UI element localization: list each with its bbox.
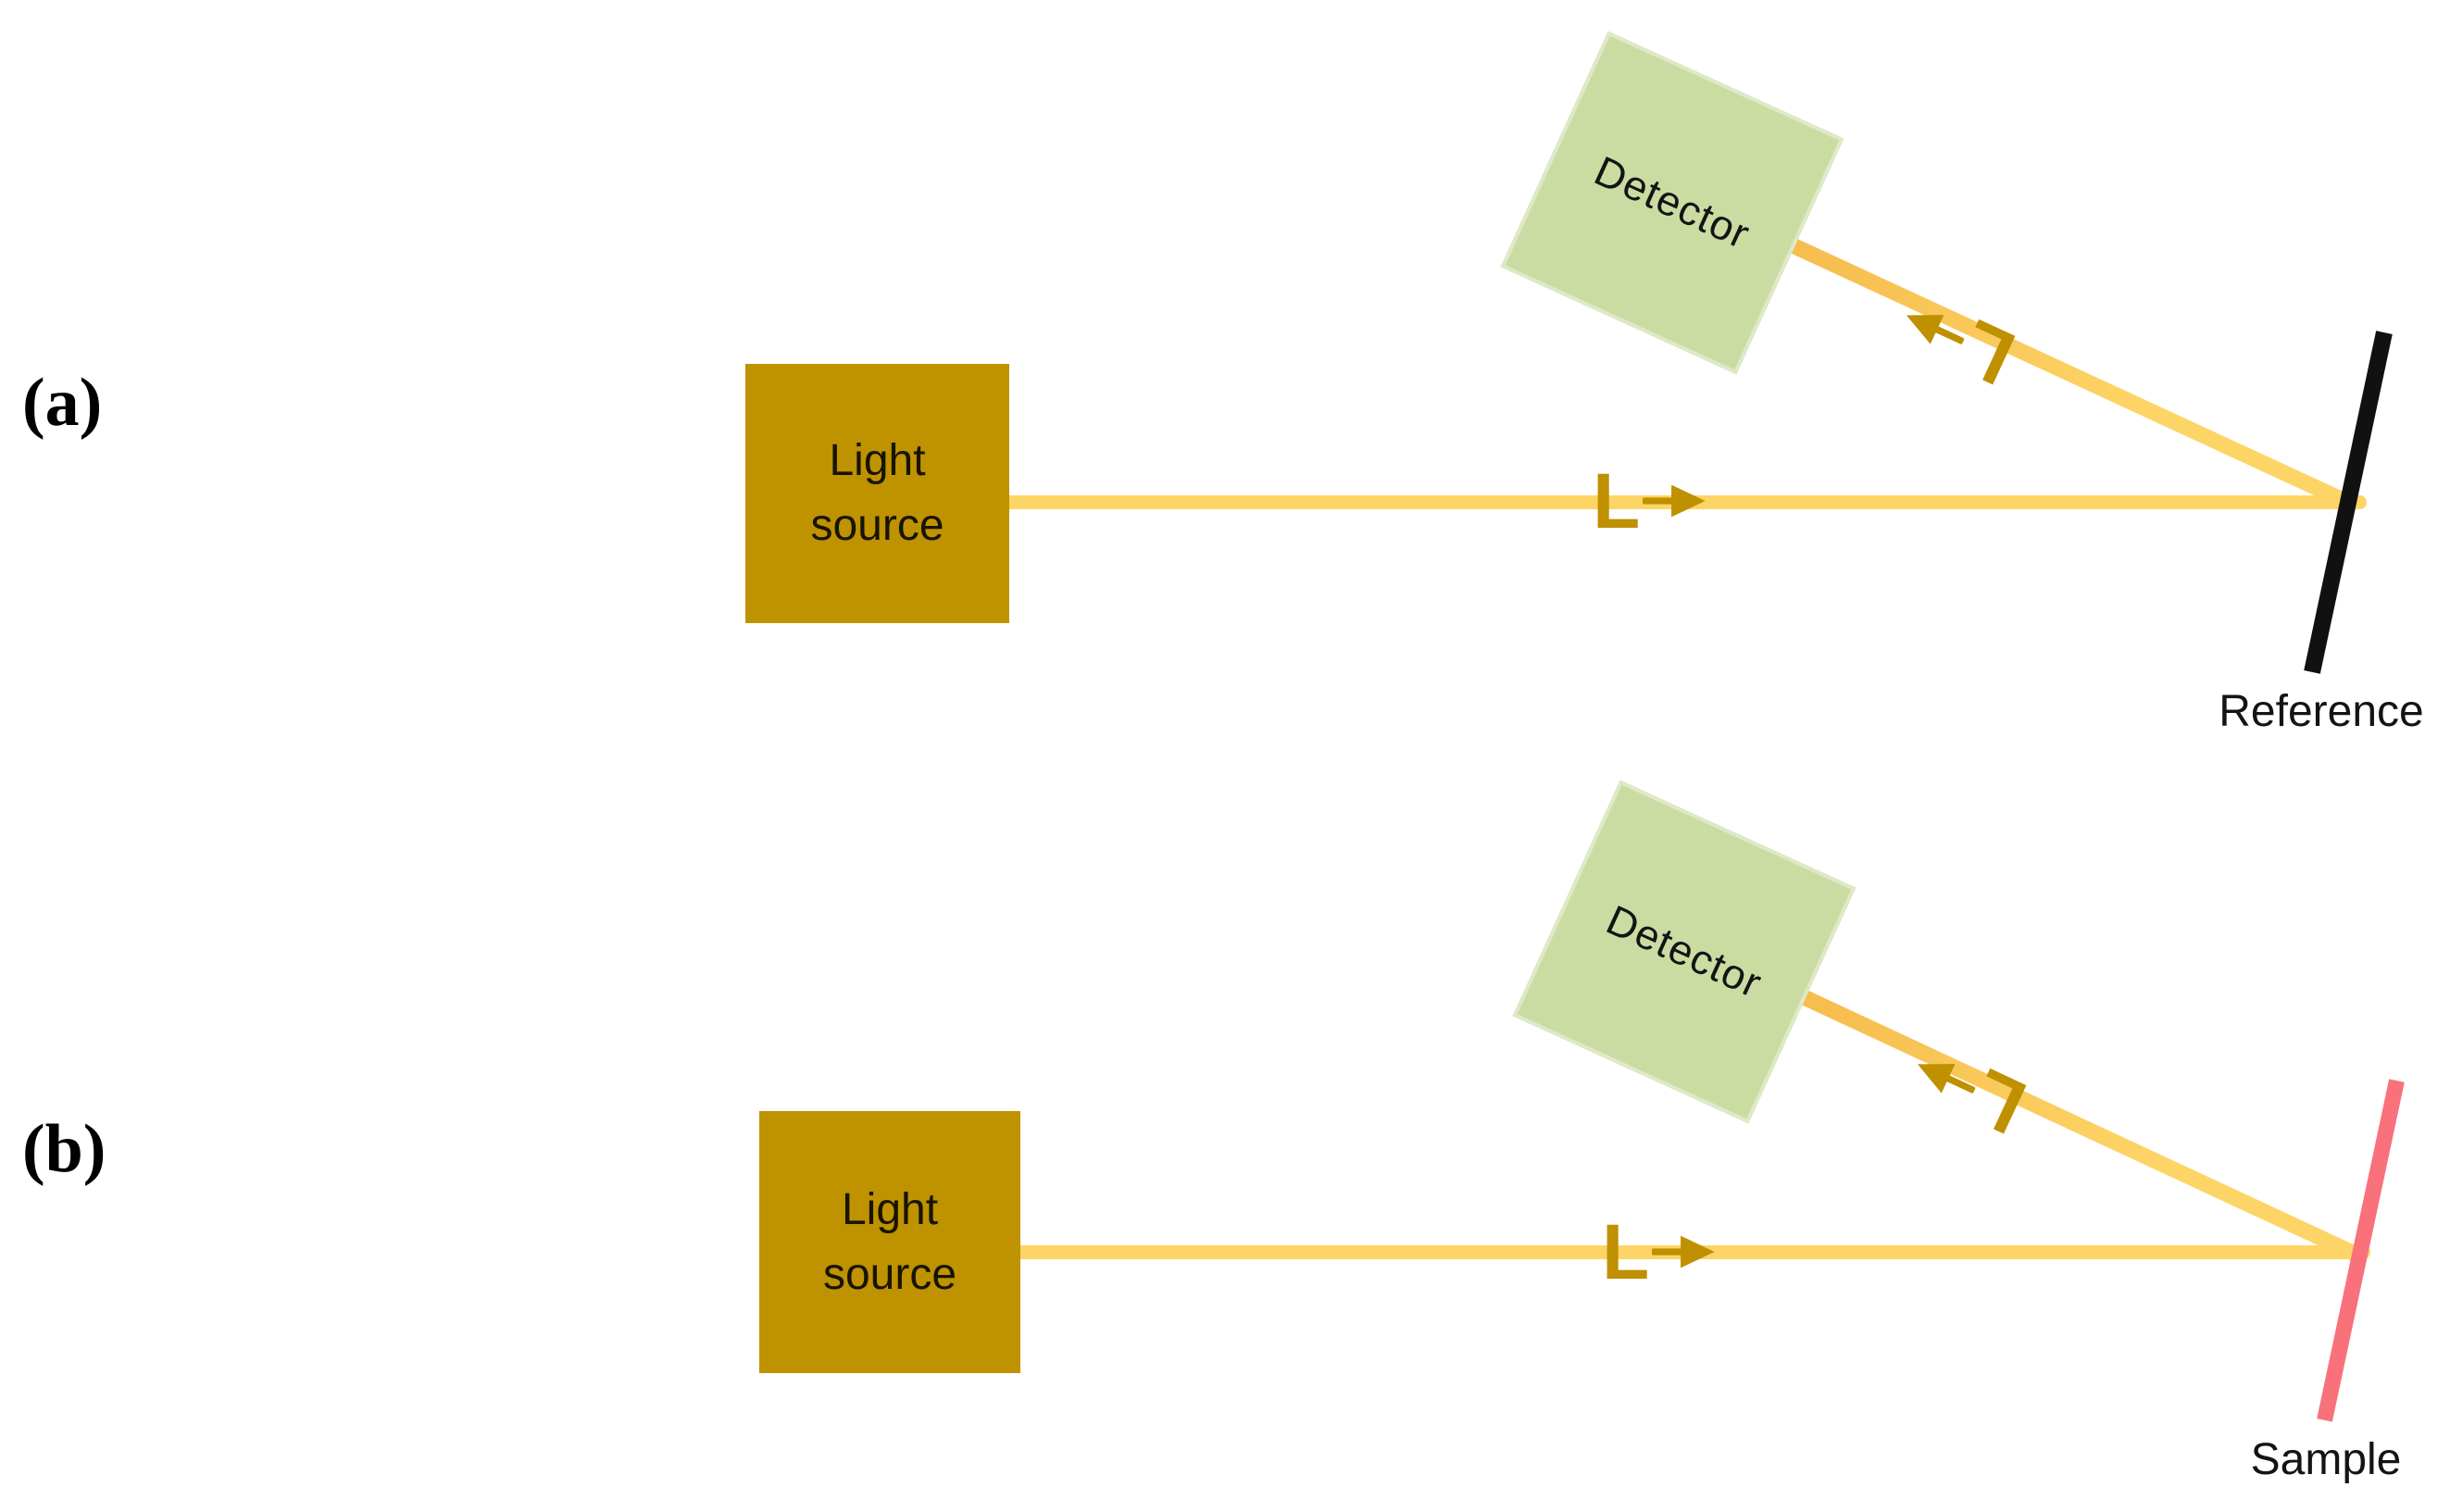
detector-label: Detector: [1599, 895, 1769, 1007]
detector-box-b: Detector: [1512, 780, 1856, 1124]
light-source-label-line1: Light: [829, 436, 926, 486]
polarization-l-glyph: L: [1602, 1208, 1650, 1295]
polarization-l-glyph: L: [1593, 457, 1641, 544]
light-source-label-line2: source: [822, 1249, 957, 1299]
reflected-beam-direction-marker-b: L: [1901, 1029, 2038, 1151]
incident-beam-direction-marker-a: L: [1593, 462, 1706, 540]
light-source-label-line2: source: [810, 501, 944, 550]
light-source-box-b: Light source: [759, 1111, 1020, 1373]
beam-arrow-icon: [1917, 1063, 1976, 1093]
light-source-label-line1: Light: [841, 1184, 939, 1234]
panel-b-label: (b): [22, 1111, 106, 1187]
reflected-beam-b: [1797, 988, 2363, 1264]
incident-beam-direction-marker-b: L: [1602, 1213, 1715, 1291]
beam-arrow-icon: [1906, 314, 1965, 344]
reference-label: Reference: [2219, 687, 2424, 736]
sample-label: Sample: [2250, 1435, 2402, 1484]
reflected-beam-direction-marker-a: L: [1890, 280, 2027, 402]
beam-arrow-icon: [1643, 484, 1706, 518]
beam-arrow-icon: [1652, 1235, 1715, 1268]
light-source-box-a: Light source: [745, 364, 1009, 623]
panel-a-label: (a): [22, 365, 103, 441]
